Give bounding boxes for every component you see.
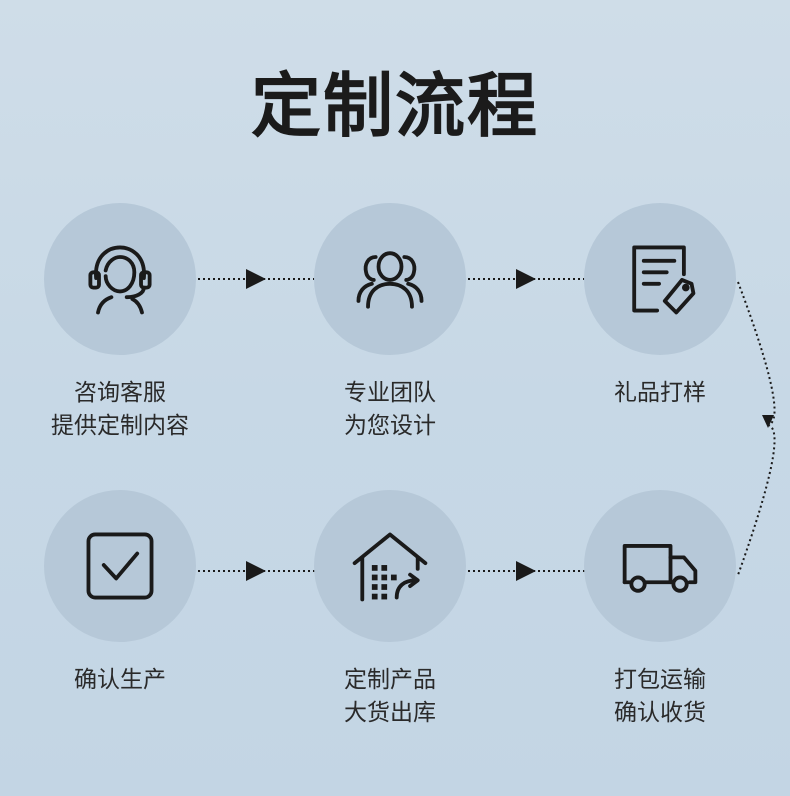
arrow-3-6-curve xyxy=(737,281,776,426)
page-title: 定制流程 xyxy=(251,65,539,147)
step-label-line2: 为您设计 xyxy=(344,413,436,439)
step-circle xyxy=(584,203,736,355)
step-label-line1: 定制产品 xyxy=(344,667,436,693)
step-sample: 礼品打样 xyxy=(550,203,770,410)
step-circle xyxy=(314,203,466,355)
delivery-truck-icon xyxy=(622,544,698,593)
step-design-team: 专业团队 为您设计 xyxy=(280,203,500,443)
step-label-line1: 打包运输 xyxy=(614,667,706,693)
checkbox-confirm-icon xyxy=(86,532,154,600)
step-label-line2: 确认收货 xyxy=(614,700,706,726)
step-label-line1: 确认生产 xyxy=(74,667,166,693)
step-label-line1: 专业团队 xyxy=(344,380,436,406)
step-label-line2: 大货出库 xyxy=(344,700,436,726)
step-circle xyxy=(314,490,466,642)
step-warehouse-out: 定制产品 大货出库 xyxy=(280,490,500,730)
step-label-line1: 咨询客服 xyxy=(74,380,166,406)
step-circle xyxy=(44,203,196,355)
document-sample-icon xyxy=(632,245,696,315)
step-circle xyxy=(44,490,196,642)
team-people-icon xyxy=(356,251,424,309)
step-confirm-production: 确认生产 xyxy=(10,490,230,697)
step-label-line1: 礼品打样 xyxy=(614,380,706,406)
step-circle xyxy=(584,490,736,642)
step-shipping: 打包运输 确认收货 xyxy=(550,490,770,730)
step-label-line2: 提供定制内容 xyxy=(51,413,189,439)
warehouse-shipping-icon xyxy=(352,532,428,602)
customer-service-headset-icon xyxy=(88,245,152,315)
step-consult: 咨询客服 提供定制内容 xyxy=(10,203,230,443)
